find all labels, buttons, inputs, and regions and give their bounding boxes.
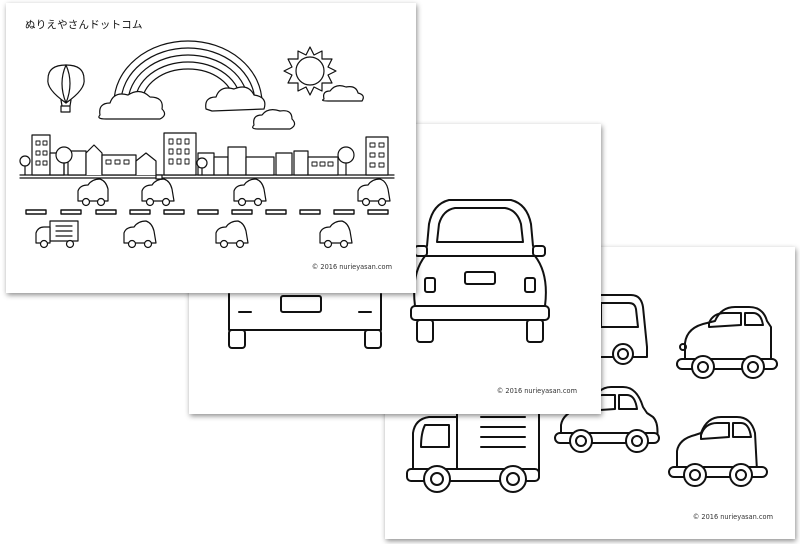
coloring-sheet-city-scene[interactable]: ぬりえやさんドットコム bbox=[6, 3, 416, 293]
copyright-text: © 2016 nurieyasan.com bbox=[496, 387, 577, 395]
car-icon bbox=[668, 416, 768, 487]
taxi-icon bbox=[141, 174, 175, 207]
building-icon bbox=[213, 156, 229, 176]
car-icon bbox=[357, 178, 391, 207]
building-icon bbox=[365, 136, 389, 176]
tree-icon bbox=[19, 155, 31, 176]
cloud-icon bbox=[322, 85, 364, 102]
sun-icon bbox=[283, 46, 337, 96]
hot-air-balloon-icon bbox=[47, 64, 85, 113]
car-icon bbox=[123, 220, 157, 249]
site-title: ぬりえやさんドットコム bbox=[25, 19, 143, 31]
car-icon bbox=[554, 386, 660, 453]
building-icon bbox=[85, 144, 103, 176]
building-icon bbox=[227, 146, 247, 176]
car-rear-icon bbox=[228, 293, 382, 349]
car-icon bbox=[319, 220, 353, 249]
building-icon bbox=[101, 154, 137, 176]
tree-icon bbox=[55, 146, 73, 176]
truck-icon bbox=[35, 220, 79, 249]
car-icon bbox=[77, 178, 109, 207]
cloud-icon bbox=[205, 86, 266, 112]
road-lane-markings bbox=[25, 209, 389, 215]
car-icon bbox=[215, 220, 249, 249]
city-scene-illustration bbox=[19, 40, 395, 249]
building-icon bbox=[245, 156, 275, 176]
cloud-icon bbox=[252, 109, 296, 130]
car-collection-illustration bbox=[406, 294, 778, 493]
car-icon bbox=[233, 178, 267, 207]
truck-icon bbox=[406, 401, 540, 493]
rainbow-icon bbox=[113, 40, 263, 104]
building-icon bbox=[135, 152, 157, 176]
copyright-text: © 2016 nurieyasan.com bbox=[311, 263, 392, 271]
tree-icon bbox=[337, 146, 355, 176]
copyright-text: © 2016 nurieyasan.com bbox=[692, 513, 773, 521]
cloud-icon bbox=[98, 90, 166, 120]
car-rear-view-illustration bbox=[228, 199, 550, 349]
car-icon bbox=[676, 306, 778, 379]
city-skyline bbox=[19, 132, 395, 179]
building-icon bbox=[293, 150, 309, 176]
tree-icon bbox=[196, 157, 208, 176]
building-icon bbox=[275, 152, 293, 176]
car-rear-icon bbox=[410, 199, 550, 343]
